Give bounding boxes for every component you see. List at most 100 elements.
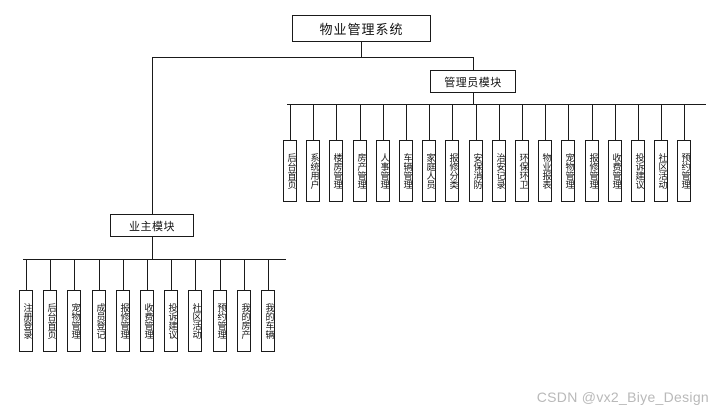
connector-leaf-drop: [26, 259, 27, 290]
node-leaf-label: 报修管理: [118, 303, 129, 339]
connector-leaf-drop: [98, 259, 100, 290]
node-leaf[interactable]: 物业报表: [538, 140, 552, 202]
connector-root-stem: [361, 42, 362, 58]
connector-leaf-drop: [195, 259, 197, 290]
node-leaf[interactable]: 车辆管理: [399, 140, 413, 202]
node-leaf[interactable]: 楼房管理: [329, 140, 343, 202]
node-leaf-label: 投诉建议: [166, 303, 177, 339]
node-leaf-label: 人事管理: [378, 153, 389, 189]
node-leaf-label: 报修分类: [447, 153, 458, 189]
connector-leaf-drop: [50, 259, 52, 290]
connector-leaf-drop: [313, 104, 315, 140]
node-leaf[interactable]: 我的车辆: [261, 290, 275, 352]
node-leaf[interactable]: 后台首页: [43, 290, 57, 352]
node-leaf[interactable]: 成员登记: [92, 290, 106, 352]
node-leaf-label: 我的房产: [239, 303, 250, 339]
node-leaf-label: 宠物管理: [69, 303, 80, 339]
node-leaf-label: 收费管理: [610, 153, 621, 189]
node-module-admin-label: 管理员模块: [444, 75, 502, 89]
connector-bus-to-admin: [473, 57, 474, 71]
node-leaf[interactable]: 后台首页: [283, 140, 297, 202]
node-module-admin[interactable]: 管理员模块: [430, 70, 516, 93]
node-leaf-label: 成员登记: [94, 303, 105, 339]
node-leaf[interactable]: 报修管理: [585, 140, 599, 202]
node-leaf-label: 家庭人员: [424, 153, 435, 189]
node-leaf[interactable]: 预约管理: [213, 290, 227, 352]
node-leaf[interactable]: 社区活动: [188, 290, 202, 352]
connector-leaf-drop: [382, 104, 384, 140]
node-leaf[interactable]: 预约管理: [677, 140, 691, 202]
node-leaf-label: 社区活动: [190, 303, 201, 339]
connector-leaf-drop: [522, 104, 523, 140]
node-leaf[interactable]: 宠物管理: [67, 290, 81, 352]
node-leaf[interactable]: 安保消防: [469, 140, 483, 202]
watermark: CSDN @vx2_Biye_Design: [536, 389, 709, 405]
node-leaf-label: 后台首页: [285, 153, 296, 189]
connector-bus-to-owner: [152, 57, 153, 214]
node-leaf-label: 注册登录: [21, 303, 32, 339]
connector-leaf-drop: [545, 104, 547, 140]
connector-leaf-drop: [171, 259, 173, 290]
connector-leaf-drop: [568, 104, 570, 140]
node-leaf-label: 治安记录: [494, 153, 505, 189]
connector-owner-bus: [23, 259, 286, 260]
node-leaf[interactable]: 收费管理: [140, 290, 154, 352]
node-leaf-label: 投诉建议: [633, 153, 644, 189]
node-leaf-label: 宠物管理: [563, 153, 574, 189]
connector-admin-bus: [287, 104, 706, 105]
node-module-owner-label: 业主模块: [129, 219, 175, 233]
node-leaf-label: 我的车辆: [263, 303, 274, 339]
connector-leaf-drop: [122, 259, 124, 290]
node-leaf[interactable]: 投诉建议: [164, 290, 178, 352]
connector-main-bus: [152, 57, 474, 58]
connector-leaf-drop: [268, 259, 269, 290]
node-leaf[interactable]: 报修分类: [445, 140, 459, 202]
node-leaf[interactable]: 房产管理: [353, 140, 367, 202]
connector-leaf-drop: [243, 259, 245, 290]
node-module-owner[interactable]: 业主模块: [110, 214, 194, 237]
node-leaf-label: 楼房管理: [331, 153, 342, 189]
node-leaf[interactable]: 收费管理: [608, 140, 622, 202]
connector-owner-stem: [152, 237, 153, 260]
node-leaf[interactable]: 我的房产: [237, 290, 251, 352]
node-leaf[interactable]: 宠物管理: [561, 140, 575, 202]
node-leaf-label: 系统用户: [308, 153, 319, 189]
connector-leaf-drop: [290, 104, 291, 140]
node-leaf-label: 报修管理: [587, 153, 598, 189]
connector-leaf-drop: [614, 104, 616, 140]
connector-leaf-drop: [359, 104, 361, 140]
node-leaf[interactable]: 系统用户: [306, 140, 320, 202]
node-leaf-label: 预约管理: [679, 153, 690, 189]
node-leaf[interactable]: 治安记录: [492, 140, 506, 202]
connector-leaf-drop: [638, 104, 639, 140]
node-root[interactable]: 物业管理系统: [292, 15, 431, 42]
connector-leaf-drop: [661, 104, 663, 140]
connector-leaf-drop: [74, 259, 76, 290]
connector-leaf-drop: [336, 104, 338, 140]
node-leaf[interactable]: 注册登录: [19, 290, 33, 352]
node-leaf-label: 安保消防: [471, 153, 482, 189]
connector-leaf-drop: [219, 259, 221, 290]
node-leaf[interactable]: 社区活动: [654, 140, 668, 202]
connector-leaf-drop: [498, 104, 500, 140]
node-leaf[interactable]: 人事管理: [376, 140, 390, 202]
connector-leaf-drop: [429, 104, 431, 140]
node-leaf[interactable]: 环保环卫: [515, 140, 529, 202]
connector-leaf-drop: [475, 104, 477, 140]
connector-leaf-drop: [684, 104, 686, 140]
node-leaf[interactable]: 家庭人员: [422, 140, 436, 202]
node-leaf-label: 预约管理: [215, 303, 226, 339]
node-leaf-label: 车辆管理: [401, 153, 412, 189]
node-leaf-label: 物业报表: [540, 153, 551, 189]
connector-leaf-drop: [147, 259, 148, 290]
node-leaf[interactable]: 投诉建议: [631, 140, 645, 202]
node-leaf-label: 收费管理: [142, 303, 153, 339]
connector-leaf-drop: [406, 104, 407, 140]
node-leaf-label: 房产管理: [355, 153, 366, 189]
node-root-label: 物业管理系统: [319, 23, 404, 38]
node-leaf-label: 社区活动: [656, 153, 667, 189]
connector-leaf-drop: [591, 104, 593, 140]
node-leaf[interactable]: 报修管理: [116, 290, 130, 352]
node-leaf-label: 后台首页: [45, 303, 56, 339]
